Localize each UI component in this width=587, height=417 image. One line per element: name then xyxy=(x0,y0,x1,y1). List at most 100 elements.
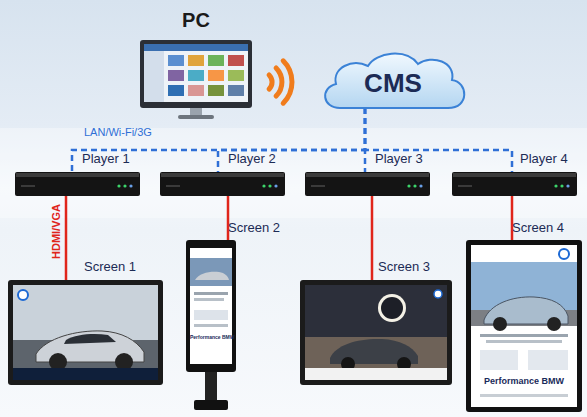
media-thumbnail xyxy=(208,85,224,96)
media-thumbnail xyxy=(188,85,204,96)
player-highlight xyxy=(16,173,139,177)
status-led xyxy=(268,184,271,187)
status-led xyxy=(566,184,569,187)
light-band xyxy=(0,128,587,218)
ad-brand-text: Performance BMW xyxy=(190,334,232,340)
node-label: Screen 1 xyxy=(84,259,136,274)
status-led xyxy=(407,184,410,187)
ad-text-line xyxy=(194,298,224,301)
kiosk-pole xyxy=(205,372,217,400)
ad-bar xyxy=(13,368,158,380)
monitor-foot xyxy=(178,115,214,119)
car-wheel xyxy=(493,317,507,331)
display-screen-shape xyxy=(466,240,582,412)
media-player: Player 3 xyxy=(305,172,430,196)
media-thumbnail xyxy=(168,70,184,81)
monitor-screen xyxy=(144,44,248,102)
media-player-shape xyxy=(160,172,285,196)
network-link xyxy=(218,108,365,172)
display-screen-shape xyxy=(300,280,452,385)
media-player-shape xyxy=(452,172,577,196)
node-label: Screen 3 xyxy=(378,259,430,274)
status-led xyxy=(117,184,120,187)
ad-text-line xyxy=(480,394,568,397)
network-link xyxy=(72,108,365,172)
media-thumbnail xyxy=(168,55,184,66)
player-body xyxy=(15,172,140,196)
status-led xyxy=(419,184,422,187)
status-led xyxy=(123,184,126,187)
signal-arc xyxy=(276,68,282,96)
display-screen-shape xyxy=(8,280,163,385)
eclipse-moon xyxy=(381,297,403,319)
media-player: Player 2 xyxy=(160,172,285,196)
node-label: Screen 4 xyxy=(512,220,564,235)
kiosk-frame xyxy=(186,240,236,372)
media-player: Player 1 xyxy=(15,172,140,196)
kiosk-screen xyxy=(190,248,232,364)
ad-price-box xyxy=(528,350,568,370)
brand-logo xyxy=(434,290,442,298)
brand-logo xyxy=(559,249,569,259)
eclipse-sun xyxy=(378,294,406,322)
screen-bezel xyxy=(8,280,163,385)
node-title: PC xyxy=(140,9,252,32)
car-window xyxy=(64,334,116,344)
player-highlight xyxy=(306,173,429,177)
status-led xyxy=(413,184,416,187)
screen-panel xyxy=(471,245,577,407)
status-led xyxy=(129,184,132,187)
monitor-neck xyxy=(190,108,202,115)
kiosk-screen: Screen 2Performance BMW xyxy=(186,240,236,410)
player-highlight xyxy=(453,173,576,177)
desert-ground xyxy=(305,337,447,368)
media-thumbnail xyxy=(188,55,204,66)
pc-monitor-shape xyxy=(140,40,252,120)
ad-price-box xyxy=(480,350,518,370)
kiosk-screen-shape xyxy=(186,240,236,410)
player-highlight xyxy=(161,173,284,177)
player-body xyxy=(305,172,430,196)
kiosk-base xyxy=(194,400,228,410)
video-cable xyxy=(371,196,374,280)
media-thumbnail xyxy=(228,85,244,96)
screen-bezel xyxy=(466,240,582,412)
node-label: Player 1 xyxy=(82,151,130,166)
media-player-shape xyxy=(15,172,140,196)
window-titlebar xyxy=(144,44,248,51)
media-thumbnail xyxy=(188,70,204,81)
player-body xyxy=(452,172,577,196)
ad-photo xyxy=(190,258,232,286)
display-screen: Screen 4Performance BMW xyxy=(466,240,582,412)
media-thumbnail xyxy=(168,85,184,96)
media-thumbnail xyxy=(208,70,224,81)
network-link xyxy=(365,108,512,172)
player-slot xyxy=(21,185,35,187)
status-led xyxy=(274,184,277,187)
ad-text-line xyxy=(194,292,228,295)
node-label: Player 2 xyxy=(228,151,276,166)
ad-price-box xyxy=(194,310,228,320)
edge-label: LAN/Wi-Fi/3G xyxy=(84,126,152,138)
player-body xyxy=(160,172,285,196)
ad-brand-text: Performance BMW xyxy=(471,376,577,386)
media-thumbnail xyxy=(228,55,244,66)
pc-monitor: PC xyxy=(140,40,252,120)
video-cable xyxy=(65,196,68,280)
node-title: CMS xyxy=(318,68,468,98)
ad-text-line xyxy=(486,340,562,343)
node-label: Screen 2 xyxy=(228,220,280,235)
display-screen: Screen 3 xyxy=(300,280,452,385)
edge-label: HDMI/VGA xyxy=(50,204,62,259)
display-screen: Screen 1 xyxy=(8,280,163,385)
brand-logo xyxy=(18,290,28,300)
signal-arc xyxy=(283,61,292,103)
player-slot xyxy=(458,185,472,187)
car-body xyxy=(195,272,229,280)
status-led xyxy=(554,184,557,187)
player-slot xyxy=(166,185,180,187)
media-thumbnail xyxy=(228,70,244,81)
media-player-shape xyxy=(305,172,430,196)
media-player: Player 4 xyxy=(452,172,577,196)
